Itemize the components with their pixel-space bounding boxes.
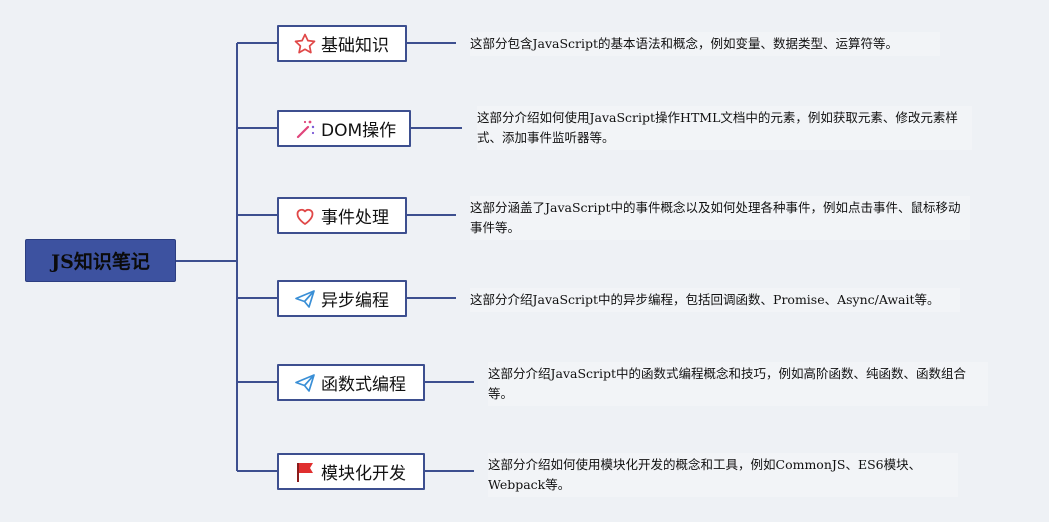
branch-node-functional[interactable]: 函数式编程 bbox=[277, 364, 425, 401]
branch-node-modules[interactable]: 模块化开发 bbox=[277, 453, 425, 490]
root-node[interactable]: JS知识笔记 bbox=[25, 239, 176, 282]
branch-label: 基础知识 bbox=[321, 36, 389, 56]
branch-node-async[interactable]: 异步编程 bbox=[277, 280, 407, 317]
branch-label: 事件处理 bbox=[321, 208, 389, 228]
branch-label: 函数式编程 bbox=[321, 375, 406, 395]
paper-plane-icon bbox=[293, 287, 317, 311]
star-outline-icon bbox=[293, 32, 317, 56]
branch-node-events[interactable]: 事件处理 bbox=[277, 197, 407, 234]
branch-label: 模块化开发 bbox=[321, 464, 406, 484]
branch-node-dom[interactable]: DOM操作 bbox=[277, 110, 411, 147]
heart-outline-icon bbox=[293, 204, 317, 228]
red-flag-icon bbox=[293, 460, 317, 484]
branch-description: 这部分介绍如何使用JavaScript操作HTML文档中的元素，例如获取元素、修… bbox=[477, 106, 972, 150]
branch-label: 异步编程 bbox=[321, 291, 389, 311]
branch-description: 这部分包含JavaScript的基本语法和概念，例如变量、数据类型、运算符等。 bbox=[470, 32, 940, 56]
branch-description: 这部分介绍JavaScript中的函数式编程概念和技巧，例如高阶函数、纯函数、函… bbox=[488, 362, 988, 406]
branch-label: DOM操作 bbox=[321, 121, 397, 141]
magic-wand-icon bbox=[293, 117, 317, 141]
root-label: JS知识笔记 bbox=[51, 251, 150, 273]
branch-description: 这部分介绍如何使用模块化开发的概念和工具，例如CommonJS、ES6模块、We… bbox=[488, 453, 958, 497]
paper-plane-icon bbox=[293, 371, 317, 395]
branch-description: 这部分涵盖了JavaScript中的事件概念以及如何处理各种事件，例如点击事件、… bbox=[470, 196, 970, 240]
branch-node-basics[interactable]: 基础知识 bbox=[277, 25, 407, 62]
branch-description: 这部分介绍JavaScript中的异步编程，包括回调函数、Promise、Asy… bbox=[470, 288, 960, 312]
